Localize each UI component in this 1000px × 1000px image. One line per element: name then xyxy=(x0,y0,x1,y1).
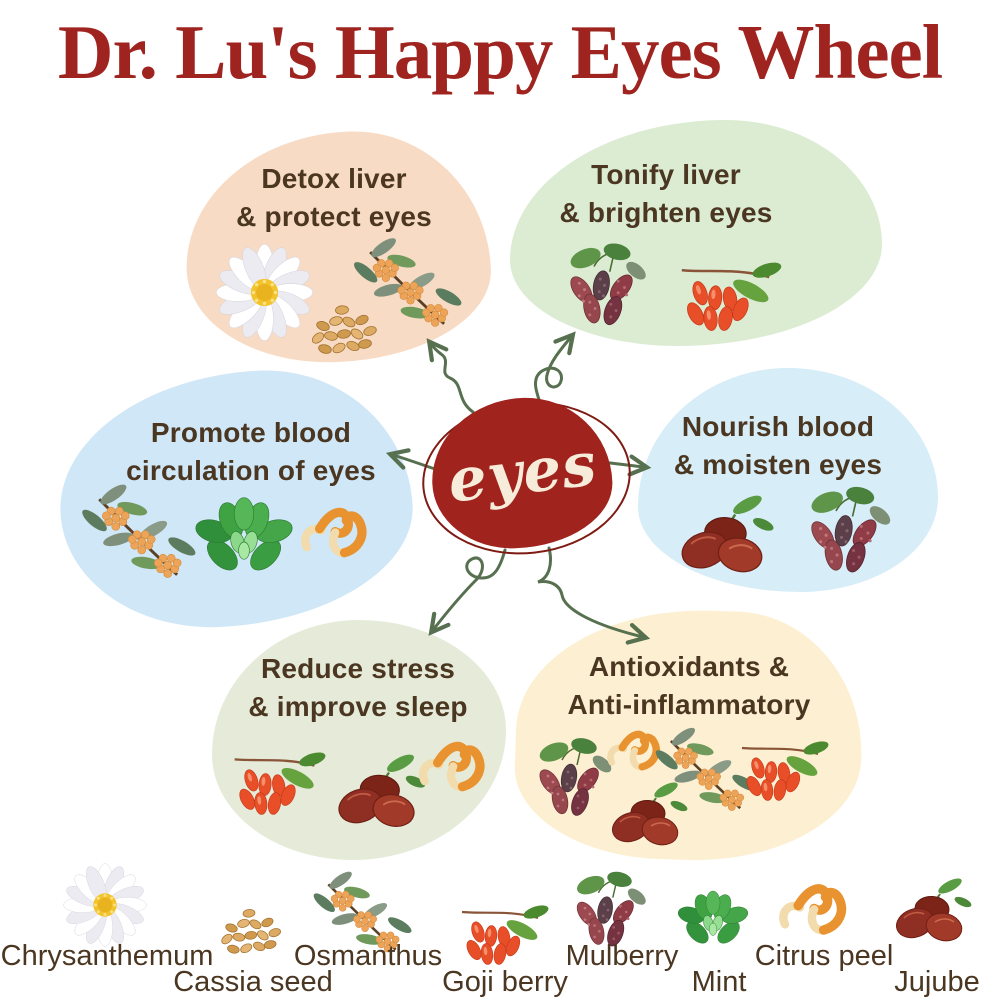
citrus-peel-icon xyxy=(410,726,502,818)
legend-label-cassia-seed: Cassia seed xyxy=(173,966,333,998)
antiox-heading-line1: Antioxidants & xyxy=(588,651,790,682)
promote-heading-line1: Promote blood xyxy=(150,417,352,448)
goji-berry-icon xyxy=(233,748,329,817)
chrysanthemum-icon xyxy=(63,863,147,947)
citrus-peel-icon xyxy=(292,492,384,584)
legend-label-goji-berry: Goji berry xyxy=(442,966,568,998)
arrow-to-tonify xyxy=(534,331,576,410)
reduce-heading-line2: & improve sleep xyxy=(248,691,468,722)
reduce-heading: Reduce stress & improve sleep xyxy=(212,650,504,726)
page-title: Dr. Lu's Happy Eyes Wheel xyxy=(57,9,943,95)
antiox-heading-line2: Anti-inflammatory xyxy=(567,689,811,720)
tonify-heading: Tonify liver & brighten eyes xyxy=(512,156,820,232)
osmanthus-icon xyxy=(349,233,466,328)
arrow-to-detox xyxy=(426,338,475,414)
legend-label-osmanthus: Osmanthus xyxy=(293,940,443,972)
center-eyes-label: eyes xyxy=(443,429,601,517)
osmanthus-icon xyxy=(77,479,200,580)
mulberry-icon xyxy=(565,240,650,328)
nourish-heading: Nourish blood & moisten eyes xyxy=(640,408,916,484)
mint-icon xyxy=(192,497,296,576)
promote-heading-line2: circulation of eyes xyxy=(126,455,376,486)
legend-label-citrus-peel: Citrus peel xyxy=(754,940,894,972)
detox-heading: Detox liver & protect eyes xyxy=(188,160,480,236)
jujube-icon xyxy=(675,490,777,578)
legend-label-chrysanthemum: Chrysanthemum xyxy=(0,940,214,972)
nourish-heading-line2: & moisten eyes xyxy=(673,449,883,480)
cassia-seed-icon xyxy=(219,908,283,955)
goji-berry-icon xyxy=(680,258,785,333)
legend-label-jujube: Jujube xyxy=(894,966,980,998)
nourish-heading-line1: Nourish blood xyxy=(681,411,875,442)
promote-heading: Promote blood circulation of eyes xyxy=(76,414,426,490)
jujube-icon xyxy=(891,874,974,946)
reduce-heading-line1: Reduce stress xyxy=(260,653,456,684)
tonify-heading-line2: & brighten eyes xyxy=(559,197,773,228)
legend-label-mint: Mint xyxy=(691,966,747,998)
mulberry-icon xyxy=(806,483,895,576)
antiox-heading: Antioxidants & Anti-inflammatory xyxy=(518,648,860,724)
mint-icon xyxy=(676,890,750,948)
detox-heading-line1: Detox liver xyxy=(261,163,407,194)
detox-heading-line2: & protect eyes xyxy=(236,201,432,232)
legend-label-mulberry: Mulberry xyxy=(565,940,679,972)
arrow-to-reduce xyxy=(428,548,507,636)
tonify-heading-line1: Tonify liver xyxy=(591,159,741,190)
goji-berry-icon xyxy=(740,737,832,803)
